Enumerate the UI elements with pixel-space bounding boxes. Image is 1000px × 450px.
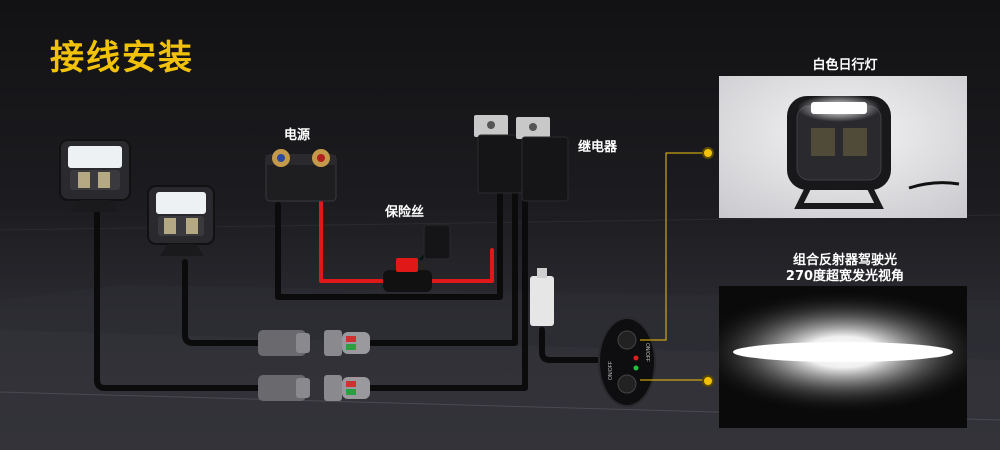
lamp-1 xyxy=(59,139,131,212)
relay-connector xyxy=(530,268,554,326)
beam-photo xyxy=(719,286,967,428)
relay-1 xyxy=(474,115,523,194)
fuse xyxy=(383,224,451,292)
battery-power xyxy=(265,149,337,202)
indicator-green xyxy=(633,365,639,371)
callout-dot-top xyxy=(702,147,714,159)
label-beam-line2: 270度超宽发光视角 xyxy=(785,269,905,284)
relay-2 xyxy=(516,117,569,202)
label-beam-line1: 组合反射器驾驶光 xyxy=(792,253,897,268)
wire-harness-2 xyxy=(367,192,528,391)
lamp-2 xyxy=(147,185,215,256)
indicator-red xyxy=(633,355,639,361)
switch-panel: ON/OFF ON/OFF xyxy=(598,317,656,407)
label-power: 电源 xyxy=(284,128,311,143)
label-relay: 继电器 xyxy=(578,140,618,155)
callout-line-top xyxy=(640,152,704,341)
wire-red-relay xyxy=(430,248,494,283)
drl-photo xyxy=(719,76,967,218)
callout-dot-bottom xyxy=(702,375,714,387)
wire-harness-1 xyxy=(367,187,518,346)
switch-button-bottom xyxy=(617,374,637,394)
wire-red-power xyxy=(319,188,385,283)
switch-button-top xyxy=(617,330,637,350)
switch-label-top: ON/OFF xyxy=(644,343,650,362)
wire-switch xyxy=(539,327,615,363)
switch-label-bottom: ON/OFF xyxy=(608,361,614,380)
connector-pair-1 xyxy=(258,330,370,356)
wire-lamp2 xyxy=(182,259,261,346)
label-drl: 白色日行灯 xyxy=(812,58,878,73)
page-title: 接线安装 xyxy=(50,38,194,78)
label-fuse: 保险丝 xyxy=(385,205,425,220)
wire-ground xyxy=(275,187,503,300)
connector-pair-2 xyxy=(258,375,370,401)
wire-lamp1 xyxy=(94,202,261,391)
